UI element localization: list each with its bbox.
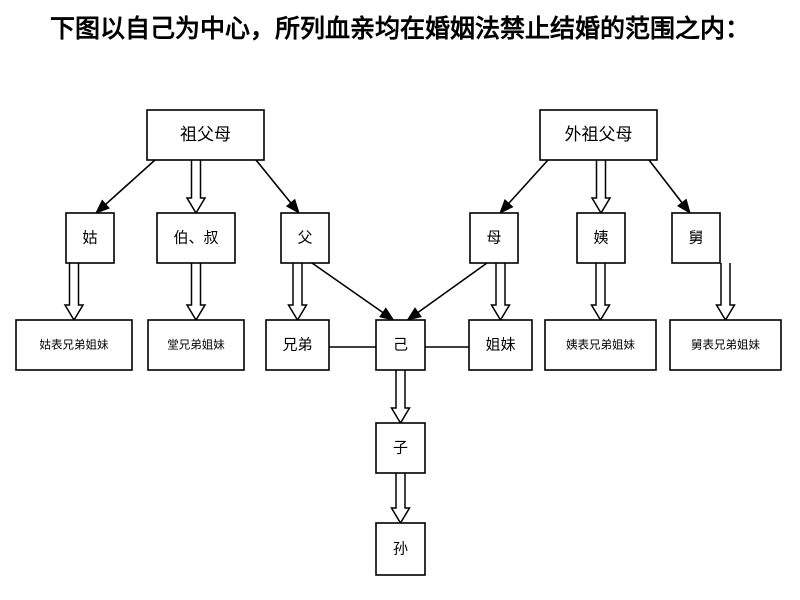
edge-jiu-to-jiubiao bbox=[715, 263, 736, 322]
node-yibiao[interactable]: 姨表兄弟姐妹 bbox=[544, 319, 657, 371]
node-label: 子 bbox=[393, 439, 408, 456]
node-label: 祖父母 bbox=[180, 125, 231, 144]
edge-waizufumu-to-mu bbox=[499, 159, 549, 214]
node-sun[interactable]: 孙 bbox=[375, 522, 426, 576]
edge-yi-to-yibiao bbox=[590, 263, 611, 322]
node-jiubiao[interactable]: 舅表兄弟姐妹 bbox=[669, 319, 782, 371]
node-label: 兄弟 bbox=[282, 336, 312, 353]
node-mu[interactable]: 母 bbox=[469, 212, 519, 264]
node-fu[interactable]: 父 bbox=[280, 212, 330, 264]
edge-fu-to-xiongdi bbox=[287, 263, 308, 322]
node-gu[interactable]: 姑 bbox=[65, 212, 115, 264]
edge-zi-to-sun bbox=[390, 473, 411, 525]
node-label: 母 bbox=[486, 229, 501, 246]
node-label: 己 bbox=[393, 337, 408, 353]
node-label: 孙 bbox=[393, 540, 408, 557]
node-label: 堂兄弟姐妹 bbox=[167, 338, 225, 352]
node-zufumu[interactable]: 祖父母 bbox=[146, 109, 265, 161]
node-boshu[interactable]: 伯、叔 bbox=[156, 212, 236, 264]
node-zi[interactable]: 子 bbox=[375, 422, 426, 474]
edge-ji-to-zi bbox=[390, 370, 411, 425]
node-label: 舅 bbox=[688, 228, 703, 246]
edge-waizufumu-to-yi bbox=[590, 160, 612, 215]
edge-zufumu-to-boshu bbox=[185, 160, 207, 215]
node-tang[interactable]: 堂兄弟姐妹 bbox=[147, 319, 245, 371]
node-ji[interactable]: 己 bbox=[375, 319, 426, 371]
edges-layer bbox=[63, 159, 736, 525]
node-label: 姐妹 bbox=[485, 336, 515, 353]
node-yi[interactable]: 姨 bbox=[576, 212, 626, 264]
node-waizufumu[interactable]: 外祖父母 bbox=[539, 109, 658, 161]
edge-zufumu-to-fu bbox=[255, 159, 300, 215]
node-gubiao[interactable]: 姑表兄弟姐妹 bbox=[15, 319, 133, 371]
edge-gu-to-gubiao bbox=[63, 263, 85, 322]
node-label: 父 bbox=[297, 230, 312, 246]
node-label: 舅表兄弟姐妹 bbox=[691, 338, 760, 352]
edge-fu-to-ji bbox=[311, 262, 395, 321]
node-label: 姨表兄弟姐妹 bbox=[566, 338, 635, 352]
node-label: 姨 bbox=[593, 229, 608, 246]
node-label: 姑表兄弟姐妹 bbox=[40, 338, 109, 352]
page-title: 下图以自己为中心，所列血亲均在婚姻法禁止结婚的范围之内： bbox=[0, 0, 800, 58]
node-label: 外祖父母 bbox=[565, 125, 633, 144]
node-label: 伯、叔 bbox=[173, 229, 218, 246]
edge-waizufumu-to-jiu bbox=[648, 159, 691, 215]
edge-zufumu-to-gu bbox=[95, 159, 156, 214]
node-jiu[interactable]: 舅 bbox=[671, 212, 721, 264]
page-title-text: 下图以自己为中心，所列血亲均在婚姻法禁止结婚的范围之内： bbox=[49, 15, 750, 43]
node-label: 姑 bbox=[82, 229, 97, 246]
edge-boshu-to-tang bbox=[185, 263, 207, 322]
node-jiemei[interactable]: 姐妹 bbox=[468, 319, 533, 371]
edge-mu-to-ji bbox=[406, 262, 488, 321]
edge-mu-to-jiemei bbox=[490, 263, 511, 322]
node-xiongdi[interactable]: 兄弟 bbox=[265, 319, 330, 371]
